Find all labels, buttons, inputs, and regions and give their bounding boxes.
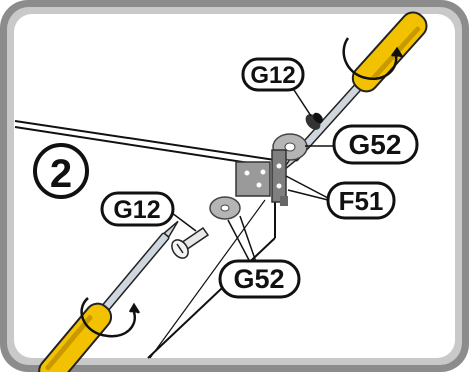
step-number: 2 — [50, 152, 72, 196]
label-screw-left: G12 — [100, 191, 175, 227]
rotate-arrow-icon — [342, 37, 404, 81]
label-bracket: F51 — [326, 181, 396, 220]
svg-text:F51: F51 — [339, 186, 384, 216]
screwdriver-icon — [38, 220, 179, 372]
label-washer-bottom: G52 — [218, 259, 301, 299]
rotate-arrow-icon — [80, 297, 141, 338]
svg-text:G12: G12 — [113, 196, 160, 224]
screw-icon — [305, 112, 323, 130]
screw-icon — [171, 226, 210, 259]
label-screw-top: G12 — [241, 57, 305, 92]
washer-icon — [209, 196, 241, 220]
svg-text:G52: G52 — [233, 264, 284, 294]
angle-bracket-icon — [235, 149, 288, 206]
label-washer-top: G52 — [332, 124, 419, 165]
step-badge: 2 — [33, 143, 89, 199]
svg-text:G12: G12 — [250, 62, 295, 89]
panel-edge-lines — [14, 120, 276, 359]
svg-text:G52: G52 — [349, 129, 402, 160]
leader-lines — [171, 89, 333, 263]
